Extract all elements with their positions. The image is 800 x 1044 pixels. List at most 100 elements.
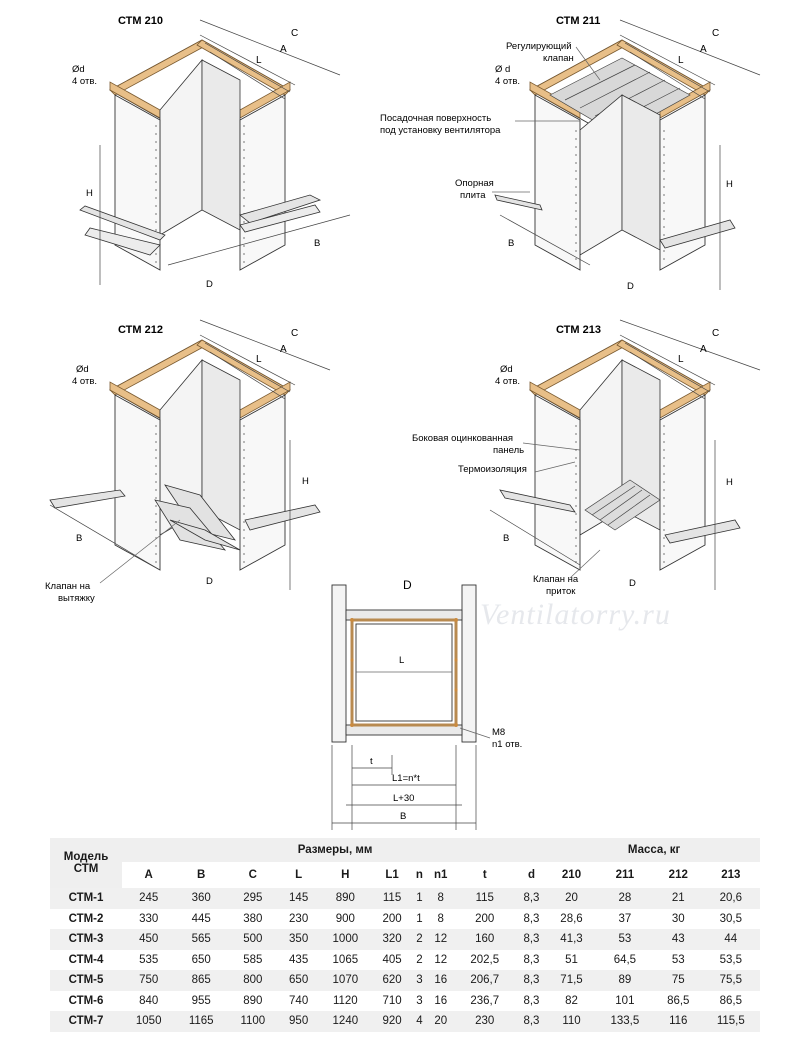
view-d-b-label: B	[400, 811, 406, 822]
value-cell: 1100	[227, 1011, 279, 1032]
value-cell: 445	[175, 908, 227, 929]
stm212-title: СТМ 212	[118, 324, 163, 336]
value-cell: 2	[412, 949, 427, 970]
value-cell: 28	[594, 888, 655, 909]
model-cell: СТМ-6	[50, 990, 122, 1011]
value-cell: 30	[654, 908, 702, 929]
value-cell: 41,3	[548, 929, 595, 950]
column-header: n1	[434, 869, 448, 881]
stm211-dim-l: L	[678, 55, 684, 66]
column-header: L1	[385, 869, 399, 881]
value-cell: 86,5	[654, 990, 702, 1011]
value-cell: 1120	[318, 990, 373, 1011]
value-cell: 115,5	[701, 1011, 760, 1032]
value-cell: 800	[227, 970, 279, 991]
value-cell: 295	[227, 888, 279, 909]
value-cell: 43	[654, 929, 702, 950]
value-cell: 955	[175, 990, 227, 1011]
model-cell: СТМ-1	[50, 888, 122, 909]
view-d-l-label: L	[399, 655, 404, 666]
stm211-view-d: D	[627, 281, 634, 292]
value-cell: 565	[175, 929, 227, 950]
value-cell: 28,6	[548, 908, 595, 929]
drawing-stm210: СТМ 210 C A L	[72, 15, 351, 290]
value-cell: 12	[426, 929, 455, 950]
value-cell: 236,7	[454, 990, 515, 1011]
value-cell: 890	[318, 888, 373, 909]
value-cell: 53	[594, 929, 655, 950]
value-cell: 37	[594, 908, 655, 929]
stm213-side-label-2: панель	[493, 445, 524, 456]
value-cell: 230	[278, 908, 319, 929]
value-cell: 2	[412, 929, 427, 950]
drawing-stm212: СТМ 212	[45, 319, 331, 604]
stm213-supply-label-1: Клапан на	[533, 574, 579, 585]
drawing-stm213: СТМ 213	[412, 319, 761, 597]
model-cell: СТМ-4	[50, 949, 122, 970]
column-header: n	[415, 869, 423, 881]
column-header: d	[527, 869, 535, 881]
value-cell: 230	[454, 1011, 515, 1032]
value-cell: 75	[654, 970, 702, 991]
drawing-view-d: D L M8 n1 о	[331, 578, 522, 830]
value-cell: 4	[412, 1011, 427, 1032]
header-model: Модель СТМ	[50, 838, 122, 888]
value-cell: 8,3	[514, 929, 549, 950]
stm210-view-d: D	[206, 279, 213, 290]
value-cell: 1	[412, 908, 427, 929]
value-cell: 86,5	[701, 990, 760, 1011]
stm212-exhaust-label-1: Клапан на	[45, 581, 91, 592]
value-cell: 1050	[122, 1011, 176, 1032]
value-cell: 620	[372, 970, 413, 991]
value-cell: 75,5	[701, 970, 760, 991]
stm212-view-d: D	[206, 576, 213, 587]
value-cell: 890	[227, 990, 279, 1011]
value-cell: 21	[654, 888, 702, 909]
value-cell: 200	[372, 908, 413, 929]
value-cell: 840	[122, 990, 176, 1011]
value-cell: 405	[372, 949, 413, 970]
value-cell: 8	[426, 908, 455, 929]
stm210-dim-c: C	[291, 28, 298, 39]
value-cell: 360	[175, 888, 227, 909]
value-cell: 8,3	[514, 908, 549, 929]
column-header: B	[197, 869, 206, 881]
stm212-dim-a: A	[280, 344, 287, 355]
column-header: 213	[721, 869, 741, 881]
value-cell: 51	[548, 949, 595, 970]
value-cell: 435	[278, 949, 319, 970]
value-cell: 200	[454, 908, 515, 929]
stm211-valve-label-1: Регулирующий	[506, 41, 572, 52]
stm211-dim-c: C	[712, 28, 719, 39]
view-d-l30-label: L+30	[393, 793, 414, 804]
value-cell: 950	[278, 1011, 319, 1032]
stm210-b: B	[314, 238, 320, 249]
stm212-h: H	[302, 476, 309, 487]
stm213-hole-n: 4 отв.	[495, 376, 520, 387]
value-cell: 320	[372, 929, 413, 950]
model-cell: СТМ-7	[50, 1011, 122, 1032]
stm211-b: B	[508, 238, 514, 249]
value-cell: 350	[278, 929, 319, 950]
stm212-dim-c: C	[291, 328, 298, 339]
stm211-seat-label-1: Посадочная поверхность	[380, 113, 491, 124]
column-header: L	[295, 869, 303, 881]
value-cell: 8,3	[514, 1011, 549, 1032]
value-cell: 115	[454, 888, 515, 909]
value-cell: 535	[122, 949, 176, 970]
value-cell: 585	[227, 949, 279, 970]
header-dimensions: Размеры, мм	[122, 838, 549, 862]
value-cell: 16	[426, 990, 455, 1011]
value-cell: 8,3	[514, 949, 549, 970]
stm210-title: СТМ 210	[118, 15, 163, 27]
value-cell: 20	[426, 1011, 455, 1032]
watermark: Ventilatorry.ru	[480, 598, 671, 631]
stm213-dim-a: A	[700, 344, 707, 355]
